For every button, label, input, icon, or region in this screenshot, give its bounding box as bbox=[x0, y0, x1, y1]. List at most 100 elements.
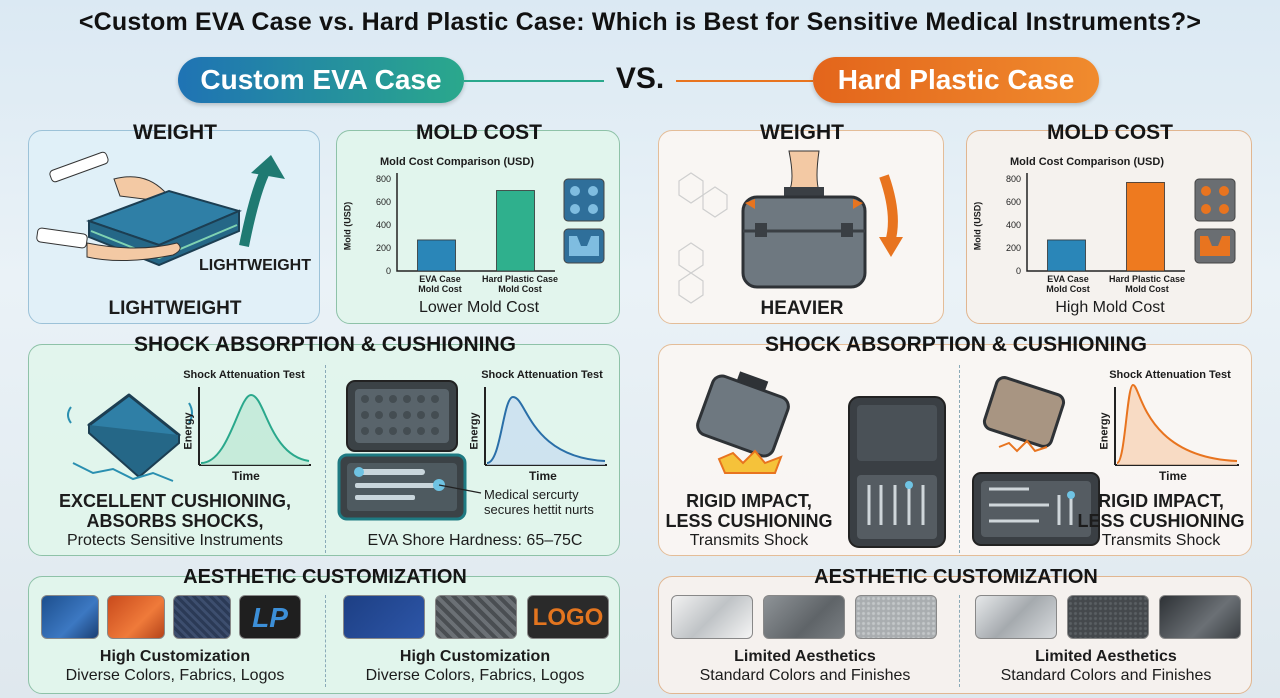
eva-mold-ytick: 200 bbox=[376, 243, 391, 253]
hard-mold-bar bbox=[1126, 182, 1165, 272]
eva-open-case-icon bbox=[337, 380, 467, 521]
eva-shock-divider bbox=[325, 365, 326, 553]
vs-line-right bbox=[676, 80, 813, 82]
hard-mold-ytick: 400 bbox=[1006, 220, 1021, 230]
eva-mold-caption: Lower Mold Cost bbox=[418, 299, 540, 316]
hard-mold-ytick: 0 bbox=[1016, 266, 1021, 276]
hard-mold-ytick: 600 bbox=[1006, 197, 1021, 207]
swatch-grey-matte bbox=[763, 595, 845, 639]
swatch-blue-smooth bbox=[343, 595, 425, 639]
hard-case-hand-icon bbox=[678, 150, 903, 304]
hard-shock-r3: Transmits Shock bbox=[1101, 532, 1221, 549]
eva-mold-panel: MOLD COST Mold Cost Comparison (USD) Mol… bbox=[336, 121, 620, 324]
eva-shock-line2: ABSORBS SHOCKS, bbox=[86, 511, 264, 531]
hard-case-pill: Hard Plastic Case bbox=[813, 57, 1099, 103]
hard-mold-icon bbox=[1194, 178, 1236, 264]
eva-weight-arrow-label: LIGHTWEIGHT bbox=[199, 257, 311, 274]
eva-shock-xlabel-2: Time bbox=[529, 469, 557, 483]
hard-mold-ytick: 200 bbox=[1006, 243, 1021, 253]
hard-shock-chart-title: Shock Attenuation Test bbox=[1109, 369, 1231, 381]
eva-mold-ytick: 800 bbox=[376, 174, 391, 184]
eva-aesthetic-heading: AESTHETIC CUSTOMIZATION bbox=[183, 566, 467, 588]
eva-mold-ytick: 0 bbox=[386, 266, 391, 276]
swatch-logo: LOGO bbox=[527, 595, 609, 639]
hard-aesthetic-l1: Limited Aesthetics bbox=[734, 648, 876, 665]
hard-shock-l2: LESS CUSHIONING bbox=[665, 511, 833, 531]
hard-shock-ylabel: Energy bbox=[1098, 412, 1111, 450]
eva-shock-case-icon bbox=[67, 393, 193, 482]
eva-aesthetic-panel: AESTHETIC CUSTOMIZATION LP High Customiz… bbox=[28, 566, 620, 694]
hard-shock-curve bbox=[1114, 383, 1239, 466]
hard-shock-heading: SHOCK ABSORPTION & CUSHIONING bbox=[765, 333, 1147, 356]
eva-mold-chart-title: Mold Cost Comparison (USD) bbox=[380, 156, 534, 168]
hard-mold-chart-title: Mold Cost Comparison (USD) bbox=[1010, 156, 1164, 168]
eva-shock-heading: SHOCK ABSORPTION & CUSHIONING bbox=[134, 333, 516, 356]
eva-aesthetic-divider bbox=[325, 595, 326, 687]
hard-weight-caption: HEAVIER bbox=[760, 298, 844, 319]
eva-shock-line1: EXCELLENT CUSHIONING, bbox=[58, 491, 291, 511]
eva-mold-chart: 0 200 400 600 800 bbox=[376, 173, 555, 276]
hard-shock-panel: SHOCK ABSORPTION & CUSHIONING RIGID IMPA… bbox=[658, 333, 1252, 556]
vs-line-left bbox=[464, 80, 604, 82]
eva-shock-line3: Protects Sensitive Instruments bbox=[66, 532, 284, 549]
hard-aesthetic-heading: AESTHETIC CUSTOMIZATION bbox=[814, 566, 1098, 588]
eva-case-hands-icon bbox=[36, 151, 285, 267]
hard-mold-heading: MOLD COST bbox=[1047, 121, 1173, 144]
eva-shore-hardness: EVA Shore Hardness: 65–75C bbox=[367, 532, 583, 549]
eva-shock-chart2-title: Shock Attenuation Test bbox=[481, 369, 603, 381]
eva-aesthetic-l2: Diverse Colors, Fabrics, Logos bbox=[65, 667, 285, 684]
eva-mold-bar bbox=[496, 190, 535, 272]
eva-mold-bar bbox=[417, 239, 456, 272]
eva-shock-curve-2 bbox=[438, 387, 607, 494]
hard-shock-case-icon bbox=[696, 371, 946, 548]
swatch-white-gloss bbox=[671, 595, 753, 639]
hard-shock-r1: RIGID IMPACT, bbox=[1098, 491, 1224, 511]
eva-aesthetic-r1: High Customization bbox=[399, 648, 551, 665]
hard-shock-l1: RIGID IMPACT, bbox=[686, 491, 812, 511]
eva-mold-heading: MOLD COST bbox=[416, 121, 542, 144]
hard-mold-bar bbox=[1047, 239, 1086, 272]
eva-weight-heading: WEIGHT bbox=[133, 121, 217, 144]
hard-aesthetic-divider bbox=[959, 595, 960, 687]
eva-weight-caption: LIGHTWEIGHT bbox=[108, 298, 242, 319]
eva-weight-panel: WEIGHT LIGHTWEIGHT LIGHTWEIGHT bbox=[28, 121, 320, 324]
eva-mold-ytick: 600 bbox=[376, 197, 391, 207]
eva-case-pill: Custom EVA Case bbox=[178, 57, 464, 103]
swatch-silver bbox=[975, 595, 1057, 639]
eva-mold-icon bbox=[563, 178, 605, 264]
hard-aesthetic-panel: AESTHETIC CUSTOMIZATION Limited Aestheti… bbox=[658, 566, 1252, 694]
eva-aesthetic-r2: Diverse Colors, Fabrics, Logos bbox=[365, 667, 585, 684]
hard-shock-l3: Transmits Shock bbox=[689, 532, 809, 549]
hard-aesthetic-r1: Limited Aesthetics bbox=[1035, 648, 1177, 665]
vs-label: VS. bbox=[615, 62, 665, 95]
hard-aesthetic-r2: Standard Colors and Finishes bbox=[1000, 667, 1212, 684]
hard-mold-caption: High Mold Cost bbox=[1055, 299, 1165, 316]
eva-mold-ytick: 400 bbox=[376, 220, 391, 230]
swatch-navy-texture bbox=[173, 595, 231, 639]
swatch-orange-fabric bbox=[107, 595, 165, 639]
hard-shock-open-case-icon bbox=[972, 376, 1100, 546]
hard-mold-panel: MOLD COST Mold Cost Comparison (USD) Mol… bbox=[966, 121, 1252, 324]
hard-mold-chart: 0 200 400 600 800 bbox=[1006, 173, 1185, 276]
swatch-charcoal bbox=[1159, 595, 1241, 639]
hard-shock-divider bbox=[959, 365, 960, 553]
eva-shock-ylabel-2: Energy bbox=[468, 412, 481, 450]
eva-shock-curve bbox=[198, 387, 311, 466]
eva-shock-xlabel: Time bbox=[232, 469, 260, 483]
swatch-dark-grey-texture bbox=[1067, 595, 1149, 639]
eva-shock-chart-title: Shock Attenuation Test bbox=[183, 369, 305, 381]
swatch-grey-weave bbox=[435, 595, 517, 639]
hard-weight-panel: WEIGHT HEAVIER bbox=[658, 121, 944, 324]
hard-aesthetic-l2: Standard Colors and Finishes bbox=[699, 667, 911, 684]
swatch-logo-lp: LP bbox=[239, 595, 301, 639]
hard-mold-ytick: 800 bbox=[1006, 174, 1021, 184]
eva-shock-panel: SHOCK ABSORPTION & CUSHIONING Shock Atte… bbox=[28, 333, 620, 556]
hard-shock-r2: LESS CUSHIONING bbox=[1077, 511, 1245, 531]
eva-aesthetic-l1: High Customization bbox=[99, 648, 251, 665]
hard-weight-heading: WEIGHT bbox=[760, 121, 844, 144]
